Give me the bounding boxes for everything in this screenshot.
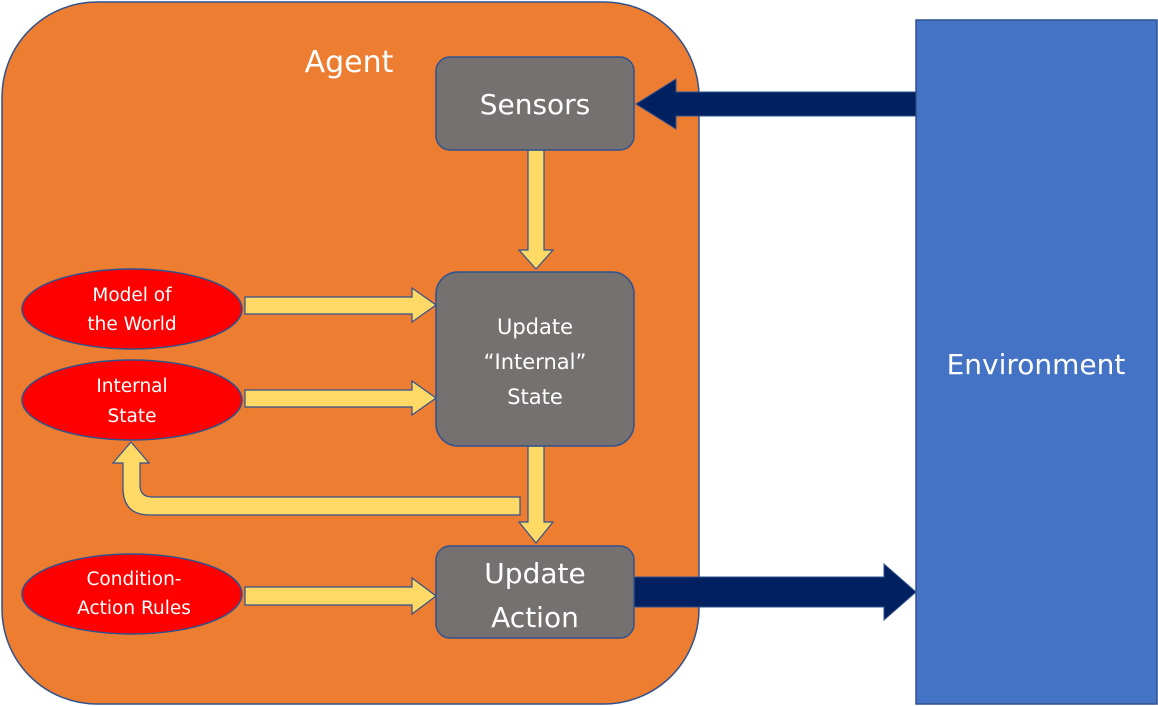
update-action-line-2: Action: [491, 601, 579, 634]
internal-state-ellipse: Internal State: [21, 359, 243, 441]
agent-title: Agent: [305, 45, 394, 80]
update-state-line-3: State: [507, 385, 563, 409]
arrow-rules-to-update-action: [244, 576, 437, 616]
model-of-world-ellipse: Model of the World: [21, 268, 243, 350]
arrow-action-to-environment: [633, 562, 917, 622]
arrow-environment-to-sensors: [635, 78, 917, 130]
update-action-box: Update Action: [435, 545, 635, 639]
sensors-label: Sensors: [480, 88, 591, 121]
arrow-update-state-to-action: [517, 445, 555, 544]
environment-box: [915, 19, 1158, 705]
internal-state-line-2: State: [108, 406, 157, 427]
update-internal-state-box: Update “Internal” State: [435, 271, 635, 447]
model-world-line-1: Model of: [92, 285, 172, 306]
arrow-feedback-to-internal-state: [111, 441, 521, 516]
condition-action-line-1: Condition-: [87, 569, 182, 590]
sensors-box: Sensors: [435, 56, 635, 151]
update-state-line-2: “Internal”: [484, 350, 587, 374]
update-action-line-1: Update: [484, 557, 585, 590]
environment-label: Environment: [947, 348, 1126, 381]
condition-action-line-2: Action Rules: [77, 598, 191, 619]
update-state-line-1: Update: [497, 315, 573, 339]
internal-state-line-1: Internal: [96, 376, 167, 397]
arrow-sensors-to-update-state: [517, 149, 555, 270]
arrow-internal-to-update-state: [244, 379, 438, 417]
arrow-model-to-update-state: [244, 286, 438, 324]
model-world-line-2: the World: [87, 314, 176, 335]
condition-action-rules-ellipse: Condition- Action Rules: [21, 553, 243, 635]
